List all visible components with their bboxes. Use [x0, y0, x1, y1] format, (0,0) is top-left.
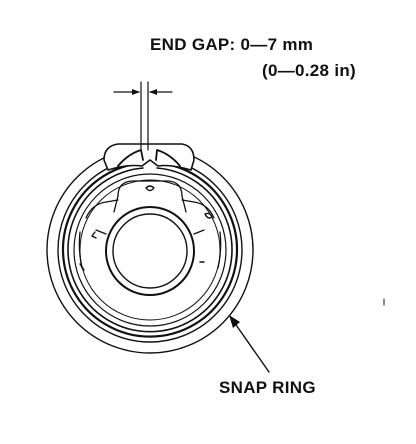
snap-ring-outer: [61, 161, 239, 338]
end-gap-spec: END GAP: 0—7 mm: [150, 35, 314, 54]
snap-ring-label: SNAP RING: [219, 378, 316, 397]
end-gap-spec-imperial: (0—0.28 in): [262, 61, 356, 80]
hub-outer: [105, 206, 195, 296]
housing-outer-ring: [46, 146, 254, 354]
segment-marks: [79, 185, 213, 271]
bearing-race-inner: [79, 179, 221, 321]
dimension-arrowhead-right: [149, 89, 157, 95]
snap-ring-leader-line: [233, 321, 270, 373]
bearing-segments: [78, 180, 222, 269]
snap-ring-lug: [103, 143, 195, 171]
dimension-arrowhead-left: [132, 89, 140, 95]
snap-ring-leader-arrowhead: [229, 315, 240, 328]
hub-inner: [112, 213, 188, 289]
snap-ring-inner: [67, 167, 233, 333]
snap-ring-end-right: [155, 149, 181, 167]
bearing-race-outer: [73, 173, 227, 327]
